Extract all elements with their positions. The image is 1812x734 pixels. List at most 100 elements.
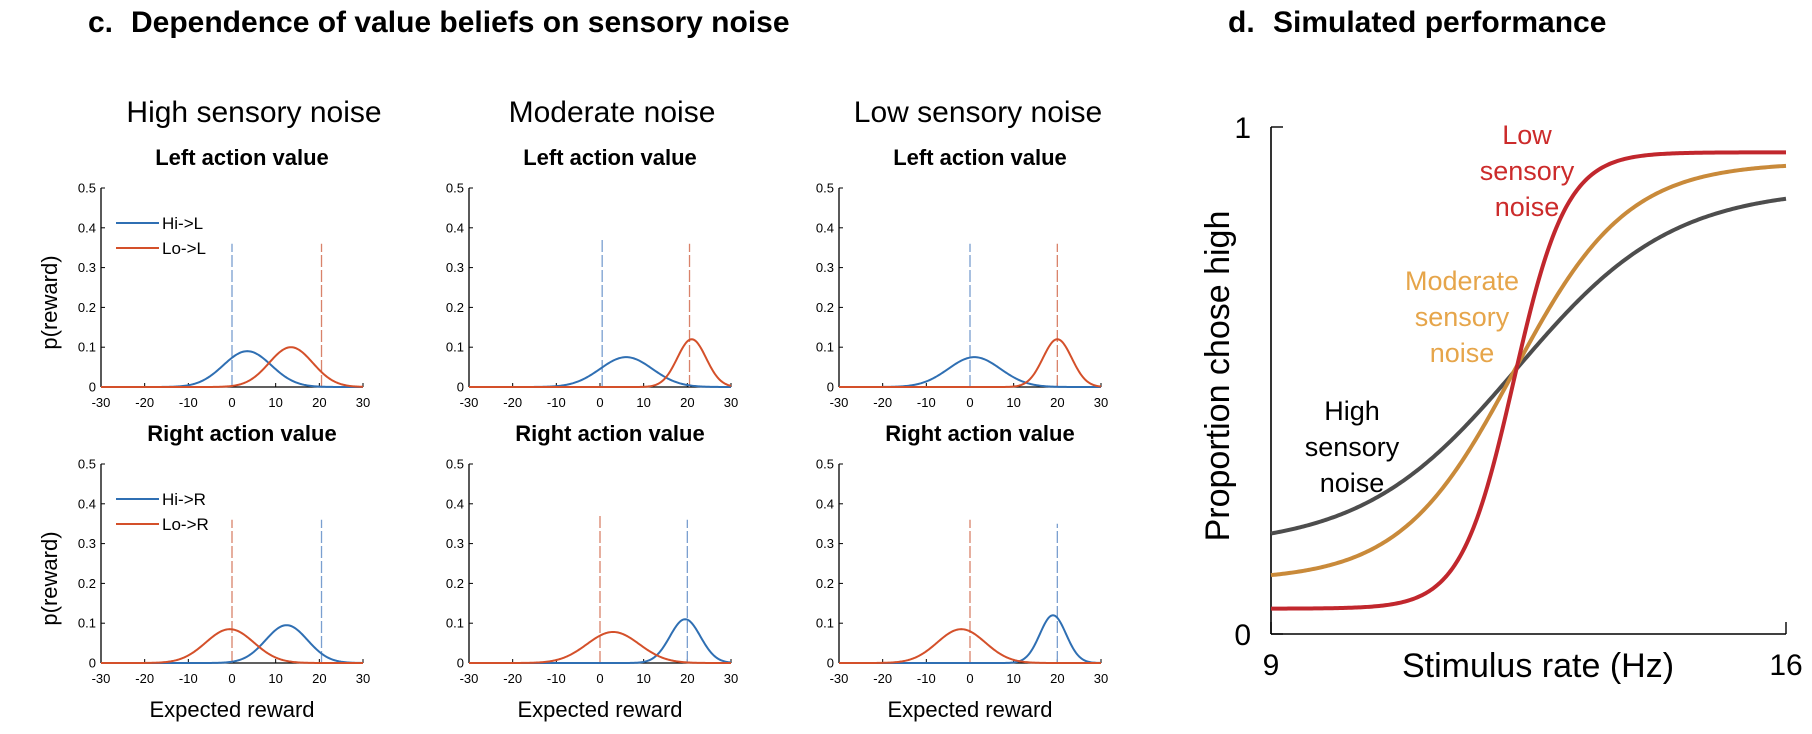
y-tick-label: 0.3 <box>446 536 464 551</box>
y-tick-label: 0.3 <box>78 260 96 275</box>
y-axis-label: p(reward) <box>37 255 62 349</box>
x-tick-label: 0 <box>228 671 235 686</box>
subplot-title: Left action value <box>523 145 697 170</box>
x-tick-label: 30 <box>356 395 370 410</box>
x-tick-label: -30 <box>460 395 479 410</box>
x-tick-label: -30 <box>92 671 111 686</box>
x-tick-label: -20 <box>873 395 892 410</box>
x-tick-label: -10 <box>179 395 198 410</box>
x-tick-label: -20 <box>503 671 522 686</box>
group-title-high: High sensory noise <box>126 96 381 129</box>
x-tick-label: 30 <box>724 395 738 410</box>
y-tick-label: 0.4 <box>78 496 96 511</box>
y-tick-label: 0.1 <box>446 616 464 631</box>
annotation-high-noise: noise <box>1320 468 1385 498</box>
x-tick-label: 0 <box>596 671 603 686</box>
y-tick-label: 0.5 <box>816 457 834 472</box>
x-tick-label: 0 <box>228 395 235 410</box>
x-tick-label: 0 <box>966 671 973 686</box>
x-tick-label: 16 <box>1769 649 1802 682</box>
x-tick-label: 30 <box>1094 671 1108 686</box>
annotation-low-noise: noise <box>1495 192 1560 222</box>
x-axis-label: Expected reward <box>887 697 1052 722</box>
x-tick-label: 30 <box>356 671 370 686</box>
y-tick-label: 0.4 <box>446 220 464 235</box>
annotation-moderate-noise: noise <box>1430 338 1495 368</box>
annotation-low-noise: Low <box>1502 120 1552 150</box>
x-tick-label: 30 <box>724 671 738 686</box>
y-tick-label: 0.3 <box>446 260 464 275</box>
x-tick-label: -30 <box>92 395 111 410</box>
subplot-high-right: Right action value00.10.20.30.40.5-30-20… <box>37 421 370 722</box>
y-tick-label: 0 <box>1234 619 1251 652</box>
y-tick-label: 0.3 <box>816 260 834 275</box>
y-tick-label: 0.4 <box>78 220 96 235</box>
subplot-low-left: Left action value00.10.20.30.40.5-30-20-… <box>816 145 1108 410</box>
y-axis-label: Proportion chose high <box>1199 211 1237 542</box>
y-tick-label: 0 <box>827 656 834 671</box>
x-tick-label: 20 <box>312 671 326 686</box>
y-tick-label: 0.1 <box>816 616 834 631</box>
subplot-title: Right action value <box>515 421 704 446</box>
y-tick-label: 0 <box>457 656 464 671</box>
x-tick-label: 10 <box>636 671 650 686</box>
x-tick-label: 20 <box>1050 671 1064 686</box>
annotation-low-noise: sensory <box>1480 156 1575 186</box>
x-tick-label: 20 <box>680 671 694 686</box>
x-tick-label: 0 <box>596 395 603 410</box>
legend-label: Lo->R <box>162 515 209 534</box>
x-tick-label: -10 <box>917 671 936 686</box>
density-curve <box>469 338 732 388</box>
x-tick-label: 10 <box>1006 671 1020 686</box>
x-tick-label: -10 <box>917 395 936 410</box>
y-tick-label: 0.4 <box>816 496 834 511</box>
y-tick-label: 0 <box>827 380 834 395</box>
x-axis-label: Expected reward <box>517 697 682 722</box>
x-tick-label: 10 <box>636 395 650 410</box>
y-tick-label: 0.2 <box>446 576 464 591</box>
y-tick-label: 0.5 <box>446 181 464 196</box>
psychometric-curve-gray <box>1270 196 1787 536</box>
density-curve <box>101 628 363 664</box>
panel-c-label: c. <box>88 6 113 39</box>
y-tick-label: 0.1 <box>446 340 464 355</box>
annotation-moderate-noise: Moderate <box>1405 266 1519 296</box>
y-tick-label: 0.2 <box>816 576 834 591</box>
group-title-low: Low sensory noise <box>854 96 1102 129</box>
x-tick-label: -30 <box>460 671 479 686</box>
y-tick-label: 0.1 <box>78 340 96 355</box>
y-tick-label: 0 <box>89 380 96 395</box>
y-tick-label: 0.5 <box>78 457 96 472</box>
panel-d-title: Simulated performance <box>1273 6 1606 39</box>
legend-label: Hi->L <box>162 214 203 233</box>
x-axis-label: Stimulus rate (Hz) <box>1402 647 1674 685</box>
annotation-high-noise: High <box>1324 396 1380 426</box>
x-tick-label: -20 <box>135 395 154 410</box>
subplot-title: Left action value <box>893 145 1067 170</box>
x-tick-label: 10 <box>268 395 282 410</box>
subplot-title: Right action value <box>885 421 1074 446</box>
x-axis-label: Expected reward <box>149 697 314 722</box>
y-tick-label: 1 <box>1234 112 1251 145</box>
y-tick-label: 0.5 <box>816 181 834 196</box>
legend-label: Lo->L <box>162 239 206 258</box>
annotation-moderate-noise: sensory <box>1415 302 1510 332</box>
x-tick-label: -30 <box>830 395 849 410</box>
y-tick-label: 0.2 <box>78 300 96 315</box>
panel-c-title: Dependence of value beliefs on sensory n… <box>131 6 790 39</box>
panel-d-label: d. <box>1228 6 1255 39</box>
y-tick-label: 0.1 <box>78 616 96 631</box>
y-tick-label: 0.2 <box>78 576 96 591</box>
annotation-high-noise: sensory <box>1305 432 1400 462</box>
y-tick-label: 0.5 <box>78 181 96 196</box>
x-tick-label: -20 <box>135 671 154 686</box>
y-axis-label: p(reward) <box>37 531 62 625</box>
x-tick-label: -10 <box>547 395 566 410</box>
x-tick-label: 10 <box>268 671 282 686</box>
x-tick-label: -30 <box>830 671 849 686</box>
group-title-moderate: Moderate noise <box>509 96 716 129</box>
x-tick-label: -10 <box>547 671 566 686</box>
density-curve <box>839 338 1102 388</box>
x-tick-label: 20 <box>1050 395 1064 410</box>
psychometric-curve-gold <box>1270 163 1787 578</box>
